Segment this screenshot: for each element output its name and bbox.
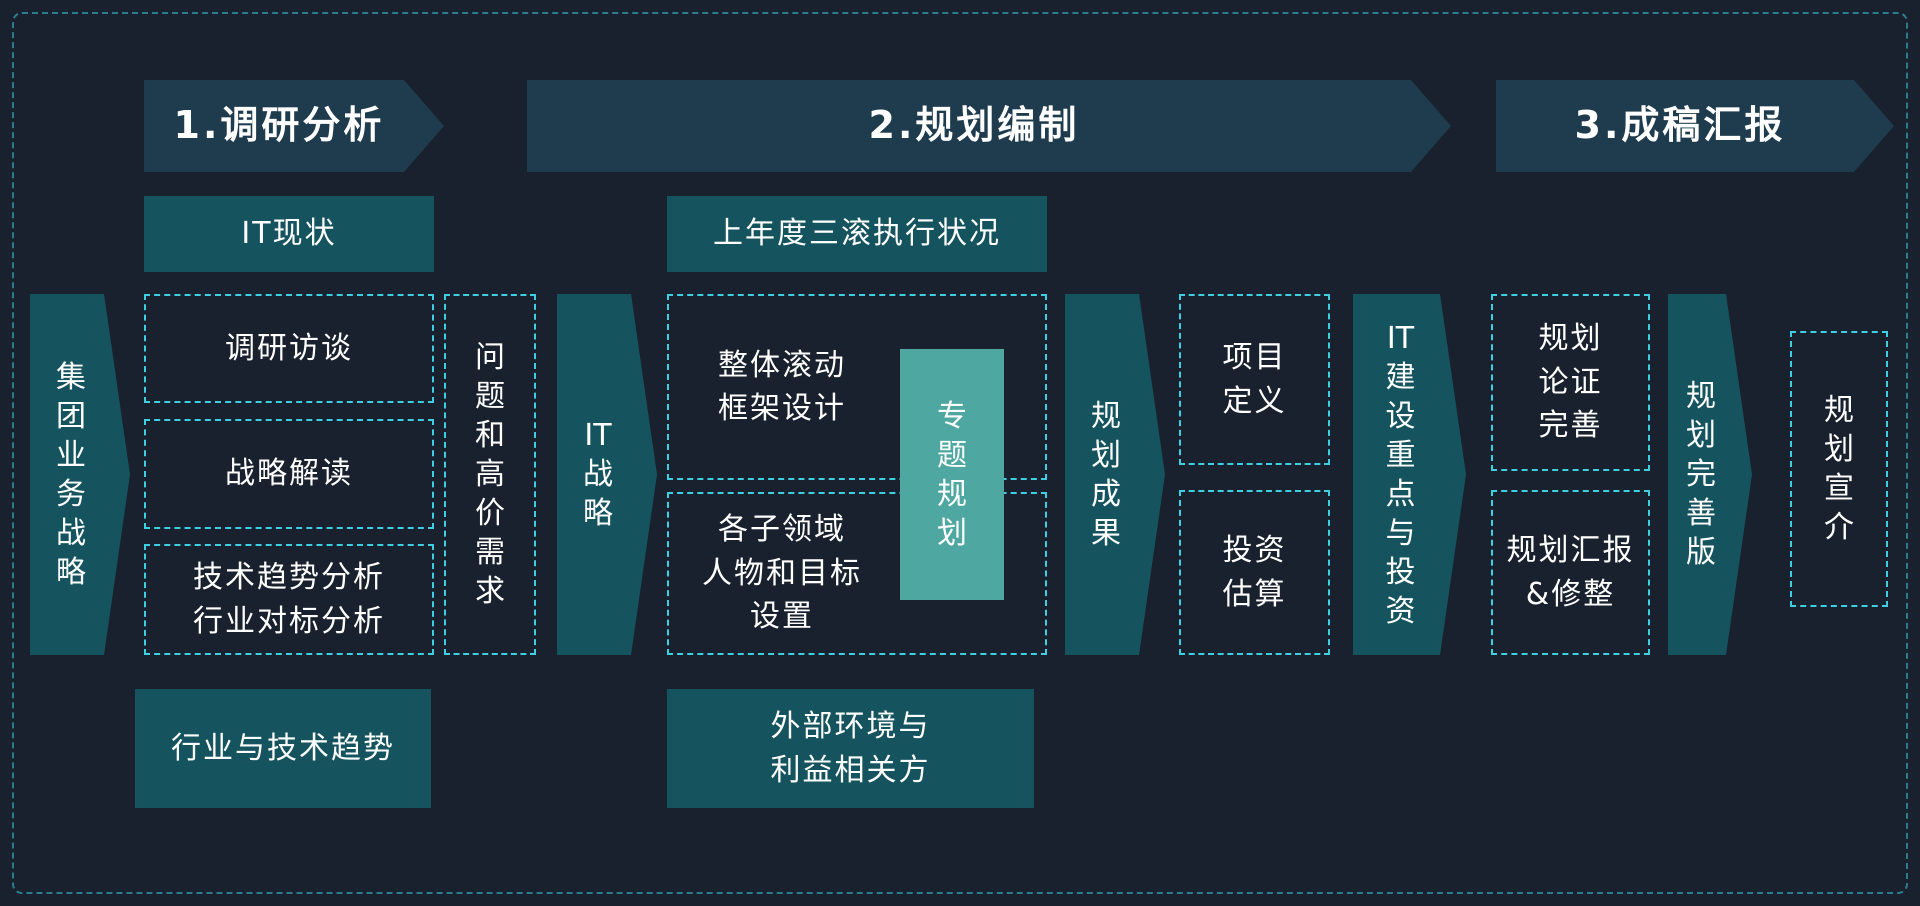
node-label: 调研访谈 bbox=[225, 330, 353, 366]
node-label: IT 战 略 bbox=[583, 418, 613, 531]
node-label: 集 团 业 务 战 略 bbox=[56, 359, 86, 590]
node-planning-verification-improvement: 规划 论证 完善 bbox=[1491, 294, 1650, 471]
phase-banner-label: 1.调研分析 bbox=[173, 103, 385, 148]
phase-banner-label: 3.成稿汇报 bbox=[1574, 103, 1786, 148]
phase-banner-plan-compilation: 2.规划编制 bbox=[527, 80, 1451, 172]
node-planning-improved-version: 规 划 完 善 版 bbox=[1668, 294, 1752, 655]
node-label: 专 题 规 划 bbox=[937, 398, 967, 551]
node-label: 整体滚动 框架设计 bbox=[718, 347, 846, 427]
node-label: 规 划 完 善 版 bbox=[1686, 379, 1716, 570]
node-label: 上年度三滚执行状况 bbox=[713, 216, 1001, 252]
node-group-business-strategy: 集 团 业 务 战 略 bbox=[30, 294, 130, 655]
node-project-definition: 项目 定义 bbox=[1179, 294, 1330, 465]
phase-banner-research-analysis: 1.调研分析 bbox=[144, 80, 444, 172]
node-label: 项目 定义 bbox=[1222, 340, 1287, 419]
node-label: 规 划 成 果 bbox=[1091, 398, 1121, 551]
node-label: 规 划 宣 介 bbox=[1824, 393, 1854, 545]
node-research-interviews: 调研访谈 bbox=[144, 294, 434, 403]
node-label: 战略解读 bbox=[225, 456, 353, 492]
node-label: 投资 估算 bbox=[1222, 533, 1287, 612]
node-last-year-rolling-execution: 上年度三滚执行状况 bbox=[667, 196, 1047, 272]
node-planning-promotion: 规 划 宣 介 bbox=[1790, 331, 1888, 607]
node-subdomain-tasks-goals-setup: 各子领域 人物和目标 设置 bbox=[667, 492, 1047, 655]
node-label: 行业与技术趋势 bbox=[171, 730, 395, 766]
node-label: 问 题 和 高 价 需 求 bbox=[475, 340, 505, 609]
phase-banner-final-report: 3.成稿汇报 bbox=[1496, 80, 1894, 172]
node-label: 各子领域 人物和目标 设置 bbox=[702, 512, 862, 635]
node-label: 技术趋势分析 行业对标分析 bbox=[193, 560, 385, 639]
node-it-strategy: IT 战 略 bbox=[557, 294, 657, 655]
node-external-environment-stakeholders: 外部环境与 利益相关方 bbox=[667, 689, 1034, 808]
node-label: IT现状 bbox=[241, 216, 337, 252]
node-strategy-interpretation: 战略解读 bbox=[144, 419, 434, 529]
node-label: 规划汇报 &修整 bbox=[1506, 533, 1635, 612]
node-planning-results: 规 划 成 果 bbox=[1065, 294, 1165, 655]
node-problems-high-value-needs: 问 题 和 高 价 需 求 bbox=[444, 294, 536, 655]
node-label: IT 建 设 重 点 与 投 资 bbox=[1385, 320, 1416, 629]
node-it-construction-focus-investment: IT 建 设 重 点 与 投 资 bbox=[1353, 294, 1466, 655]
node-tech-trend-benchmark-analysis: 技术趋势分析 行业对标分析 bbox=[144, 544, 434, 655]
node-planning-report-revision: 规划汇报 &修整 bbox=[1491, 490, 1650, 655]
node-label: 规划 论证 完善 bbox=[1538, 321, 1603, 444]
node-it-status: IT现状 bbox=[144, 196, 434, 272]
node-overall-rolling-framework-design: 整体滚动 框架设计 bbox=[667, 294, 1047, 480]
node-label: 外部环境与 利益相关方 bbox=[770, 709, 931, 788]
node-special-topic-planning: 专 题 规 划 bbox=[900, 349, 1004, 600]
node-investment-estimation: 投资 估算 bbox=[1179, 490, 1330, 655]
node-industry-tech-trends: 行业与技术趋势 bbox=[135, 689, 431, 808]
phase-banner-label: 2.规划编制 bbox=[868, 103, 1080, 148]
